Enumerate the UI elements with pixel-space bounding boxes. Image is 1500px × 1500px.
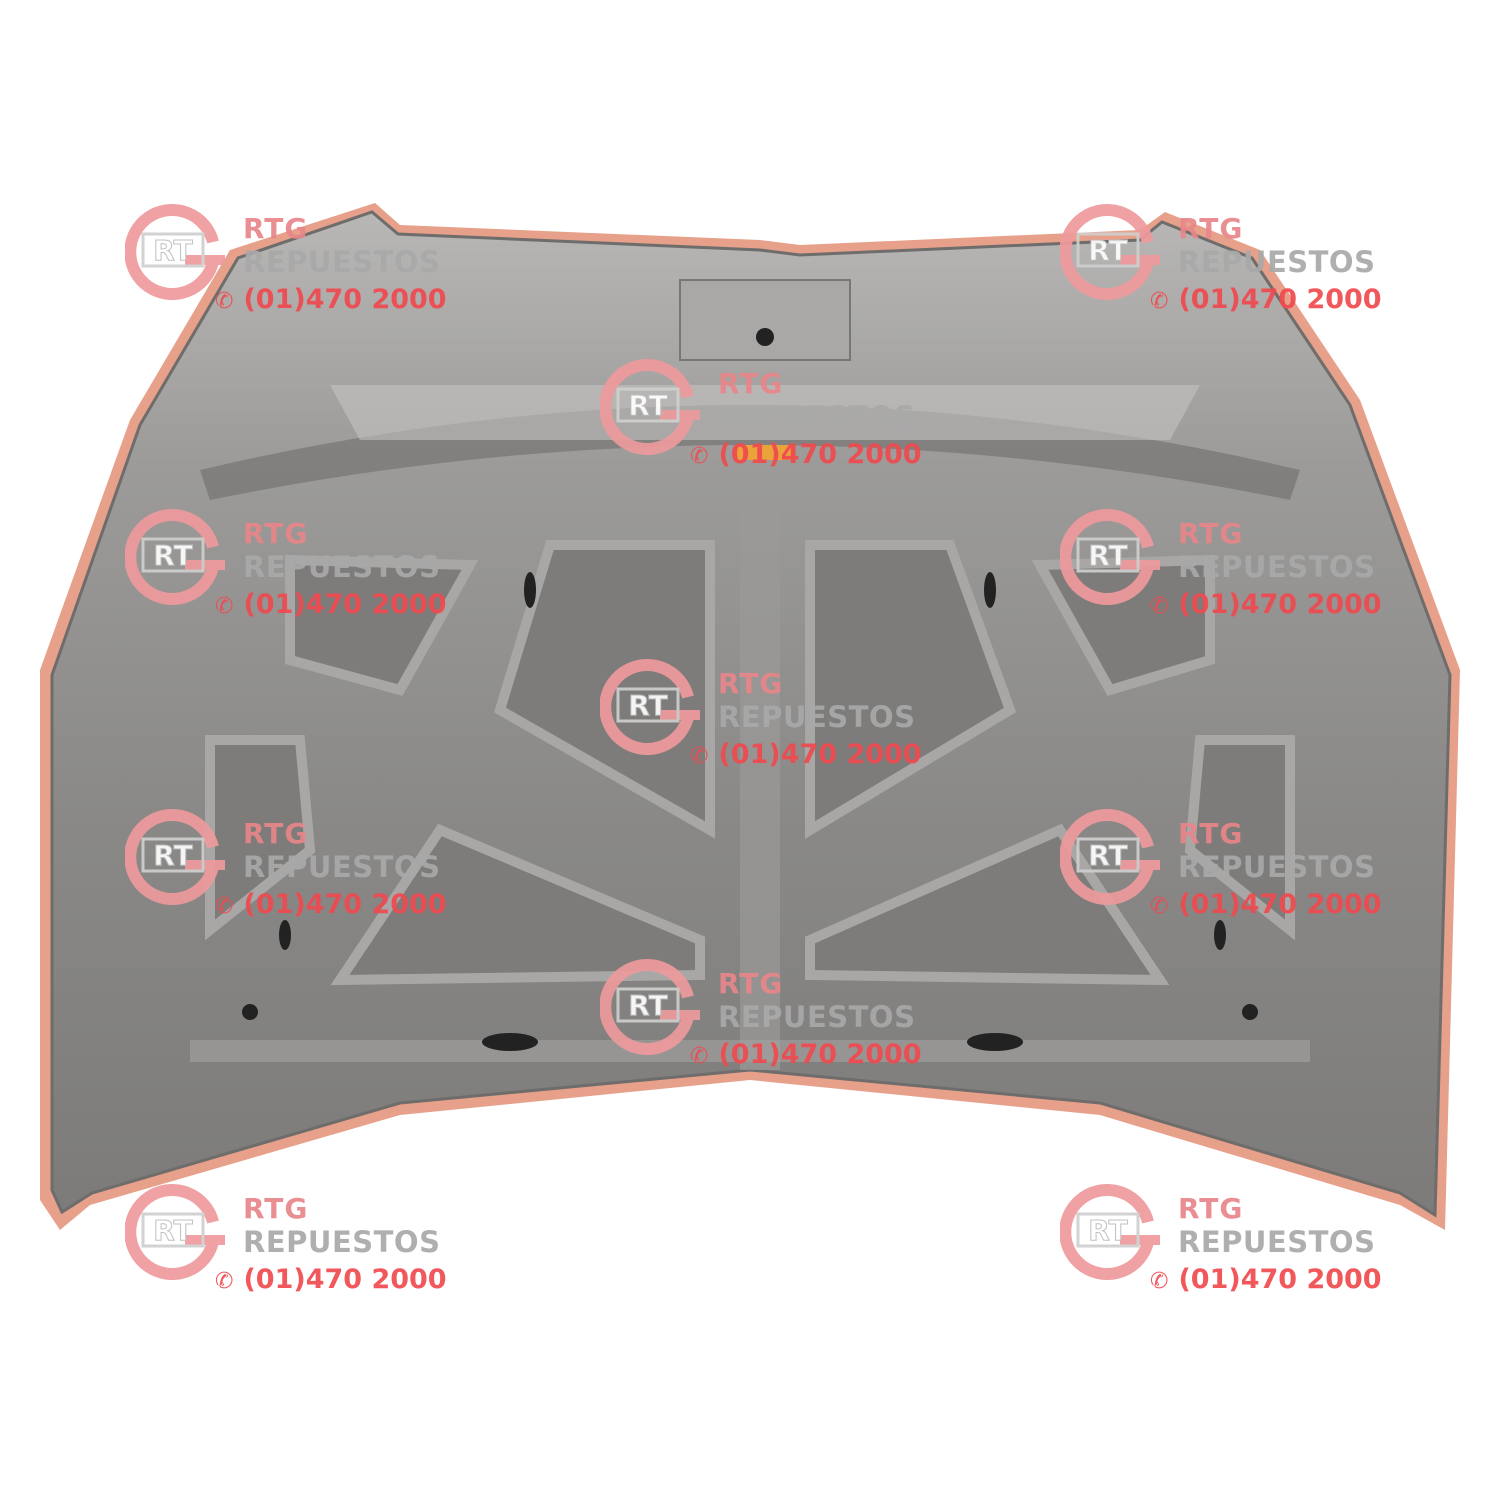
svg-text:RT: RT bbox=[153, 539, 192, 572]
rtg-logo-icon: RT bbox=[1060, 509, 1160, 605]
brand-name: RTG bbox=[1178, 1192, 1244, 1225]
phone-number-row: ✆ (01)470 2000 bbox=[1150, 1264, 1382, 1298]
svg-text:RT: RT bbox=[153, 234, 192, 267]
phone-number: (01)470 2000 bbox=[1178, 889, 1382, 920]
brand-name: RTG bbox=[718, 967, 784, 1000]
phone-number: (01)470 2000 bbox=[1178, 284, 1382, 315]
rtg-logo-icon: RT bbox=[600, 959, 700, 1055]
svg-text:RT: RT bbox=[628, 989, 667, 1022]
brand-subtitle: REPUESTOS bbox=[243, 550, 441, 584]
brand-name: RTG bbox=[1178, 517, 1244, 550]
phone-icon: ✆ bbox=[1150, 594, 1169, 619]
phone-icon: ✆ bbox=[1150, 289, 1169, 314]
phone-icon: ✆ bbox=[215, 594, 234, 619]
brand-name: RTG bbox=[1178, 212, 1244, 245]
brand-name: RTG bbox=[243, 1192, 309, 1225]
phone-number-row: ✆ (01)470 2000 bbox=[1150, 889, 1382, 923]
phone-icon: ✆ bbox=[690, 444, 709, 469]
svg-text:RT: RT bbox=[1088, 234, 1127, 267]
phone-number-row: ✆ (01)470 2000 bbox=[215, 589, 447, 623]
phone-number-row: ✆ (01)470 2000 bbox=[215, 1264, 447, 1298]
brand-subtitle: REPUESTOS bbox=[718, 700, 916, 734]
svg-text:RT: RT bbox=[153, 1214, 192, 1247]
hood-body bbox=[40, 203, 1460, 1230]
watermark: RT RTG REPUESTOS ✆ (01)470 2000 bbox=[125, 505, 455, 625]
watermark: RT RTG REPUESTOS ✆ (01)470 2000 bbox=[125, 805, 455, 925]
phone-number: (01)470 2000 bbox=[243, 589, 447, 620]
brand-subtitle: REPUESTOS bbox=[243, 850, 441, 884]
watermark: RT RTG REPUESTOS ✆ (01)470 2000 bbox=[125, 200, 455, 320]
rtg-logo-icon: RT bbox=[1060, 1184, 1160, 1280]
phone-number-row: ✆ (01)470 2000 bbox=[215, 284, 447, 318]
brand-name: RTG bbox=[1178, 817, 1244, 850]
phone-number-row: ✆ (01)470 2000 bbox=[215, 889, 447, 923]
phone-number-row: ✆ (01)470 2000 bbox=[1150, 589, 1382, 623]
phone-icon: ✆ bbox=[215, 1269, 234, 1294]
brand-name: RTG bbox=[243, 212, 309, 245]
watermark: RT RTG REPUESTOS ✆ (01)470 2000 bbox=[1060, 505, 1390, 625]
svg-text:RT: RT bbox=[1088, 1214, 1127, 1247]
rtg-logo-icon: RT bbox=[600, 359, 700, 455]
brand-subtitle: REPUESTOS bbox=[718, 1000, 916, 1034]
brand-name: RTG bbox=[243, 517, 309, 550]
phone-number: (01)470 2000 bbox=[718, 739, 922, 770]
watermark: RT RTG REPUESTOS ✆ (01)470 2000 bbox=[600, 355, 930, 475]
brand-subtitle: REPUESTOS bbox=[1178, 550, 1376, 584]
phone-number: (01)470 2000 bbox=[1178, 1264, 1382, 1295]
phone-icon: ✆ bbox=[1150, 894, 1169, 919]
phone-icon: ✆ bbox=[1150, 1269, 1169, 1294]
phone-icon: ✆ bbox=[690, 1044, 709, 1069]
phone-number-row: ✆ (01)470 2000 bbox=[1150, 284, 1382, 318]
phone-number: (01)470 2000 bbox=[1178, 589, 1382, 620]
phone-number: (01)470 2000 bbox=[243, 1264, 447, 1295]
watermark: RT RTG REPUESTOS ✆ (01)470 2000 bbox=[125, 1180, 455, 1300]
svg-text:RT: RT bbox=[153, 839, 192, 872]
phone-number: (01)470 2000 bbox=[243, 284, 447, 315]
brand-subtitle: REPUESTOS bbox=[1178, 245, 1376, 279]
phone-number-row: ✆ (01)470 2000 bbox=[690, 439, 922, 473]
brand-subtitle: REPUESTOS bbox=[718, 400, 916, 434]
brand-subtitle: REPUESTOS bbox=[1178, 1225, 1376, 1259]
rtg-logo-icon: RT bbox=[1060, 809, 1160, 905]
watermark: RT RTG REPUESTOS ✆ (01)470 2000 bbox=[1060, 805, 1390, 925]
svg-text:RT: RT bbox=[1088, 539, 1127, 572]
svg-text:RT: RT bbox=[628, 389, 667, 422]
phone-number: (01)470 2000 bbox=[718, 1039, 922, 1070]
phone-number: (01)470 2000 bbox=[243, 889, 447, 920]
phone-number-row: ✆ (01)470 2000 bbox=[690, 1039, 922, 1073]
brand-subtitle: REPUESTOS bbox=[1178, 850, 1376, 884]
rtg-logo-icon: RT bbox=[125, 809, 225, 905]
rtg-logo-icon: RT bbox=[125, 204, 225, 300]
watermark: RT RTG REPUESTOS ✆ (01)470 2000 bbox=[600, 655, 930, 775]
rtg-logo-icon: RT bbox=[1060, 204, 1160, 300]
brand-name: RTG bbox=[243, 817, 309, 850]
rtg-logo-icon: RT bbox=[125, 509, 225, 605]
rtg-logo-icon: RT bbox=[125, 1184, 225, 1280]
svg-text:RT: RT bbox=[628, 689, 667, 722]
svg-text:RT: RT bbox=[1088, 839, 1127, 872]
phone-icon: ✆ bbox=[215, 894, 234, 919]
watermark: RT RTG REPUESTOS ✆ (01)470 2000 bbox=[1060, 1180, 1390, 1300]
phone-number: (01)470 2000 bbox=[718, 439, 922, 470]
watermark: RT RTG REPUESTOS ✆ (01)470 2000 bbox=[1060, 200, 1390, 320]
brand-name: RTG bbox=[718, 667, 784, 700]
rtg-logo-icon: RT bbox=[600, 659, 700, 755]
phone-icon: ✆ bbox=[690, 744, 709, 769]
phone-number-row: ✆ (01)470 2000 bbox=[690, 739, 922, 773]
watermark: RT RTG REPUESTOS ✆ (01)470 2000 bbox=[600, 955, 930, 1075]
brand-subtitle: REPUESTOS bbox=[243, 245, 441, 279]
brand-name: RTG bbox=[718, 367, 784, 400]
brand-subtitle: REPUESTOS bbox=[243, 1225, 441, 1259]
phone-icon: ✆ bbox=[215, 289, 234, 314]
